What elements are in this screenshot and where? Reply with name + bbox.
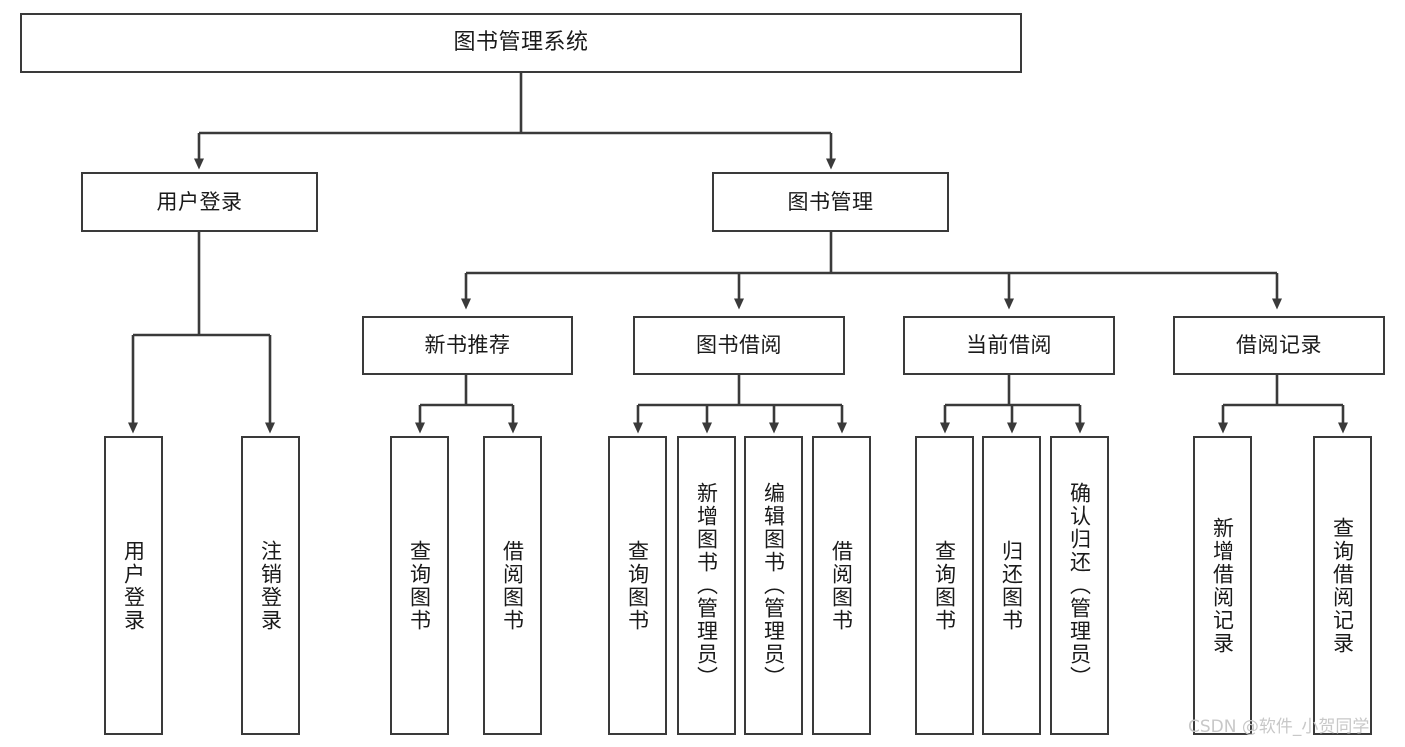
watermark-text: CSDN @软件_小贺同学 (1188, 717, 1370, 737)
node-label: 当前借阅 (966, 333, 1052, 358)
leaf-borrow-book-recommend[interactable]: 借阅图书 (483, 436, 542, 735)
node-label: 新增图书（管理员） (694, 482, 719, 689)
node-label: 用户登录 (121, 539, 146, 632)
leaf-edit-book-admin[interactable]: 编辑图书（管理员） (744, 436, 803, 735)
leaf-add-borrow-record[interactable]: 新增借阅记录 (1193, 436, 1252, 735)
node-book-borrow[interactable]: 图书借阅 (633, 316, 845, 375)
node-label: 编辑图书（管理员） (761, 482, 786, 689)
leaf-query-borrow-record[interactable]: 查询借阅记录 (1313, 436, 1372, 735)
node-label: 查询图书 (932, 539, 957, 632)
node-label: 确认归还（管理员） (1067, 482, 1092, 689)
leaf-query-book-recommend[interactable]: 查询图书 (390, 436, 449, 735)
node-user-login[interactable]: 用户登录 (81, 172, 318, 232)
leaf-query-book-borrow[interactable]: 查询图书 (608, 436, 667, 735)
node-label: 查询图书 (625, 539, 650, 632)
leaf-borrow-book[interactable]: 借阅图书 (812, 436, 871, 735)
node-new-book-recommend[interactable]: 新书推荐 (362, 316, 573, 375)
leaf-add-book-admin[interactable]: 新增图书（管理员） (677, 436, 736, 735)
node-label: 新增借阅记录 (1210, 516, 1235, 655)
leaf-confirm-return-admin[interactable]: 确认归还（管理员） (1050, 436, 1109, 735)
node-book-management[interactable]: 图书管理 (712, 172, 949, 232)
node-label: 图书管理系统 (453, 30, 589, 56)
node-label: 图书借阅 (696, 333, 782, 358)
node-label: 图书管理 (787, 189, 874, 214)
node-label: 借阅图书 (829, 539, 854, 632)
node-label: 借阅图书 (500, 539, 525, 632)
node-label: 借阅记录 (1236, 333, 1322, 358)
leaf-logout[interactable]: 注销登录 (241, 436, 300, 735)
node-label: 查询图书 (407, 539, 432, 632)
node-borrow-records[interactable]: 借阅记录 (1173, 316, 1385, 375)
node-label: 注销登录 (258, 539, 283, 632)
node-label: 查询借阅记录 (1330, 516, 1355, 655)
node-label: 新书推荐 (424, 333, 511, 358)
leaf-user-login[interactable]: 用户登录 (104, 436, 163, 735)
node-label: 归还图书 (999, 539, 1024, 632)
node-root-system[interactable]: 图书管理系统 (20, 13, 1022, 73)
leaf-query-book-current[interactable]: 查询图书 (915, 436, 974, 735)
leaf-return-book[interactable]: 归还图书 (982, 436, 1041, 735)
node-label: 用户登录 (156, 189, 243, 214)
node-current-borrow[interactable]: 当前借阅 (903, 316, 1115, 375)
